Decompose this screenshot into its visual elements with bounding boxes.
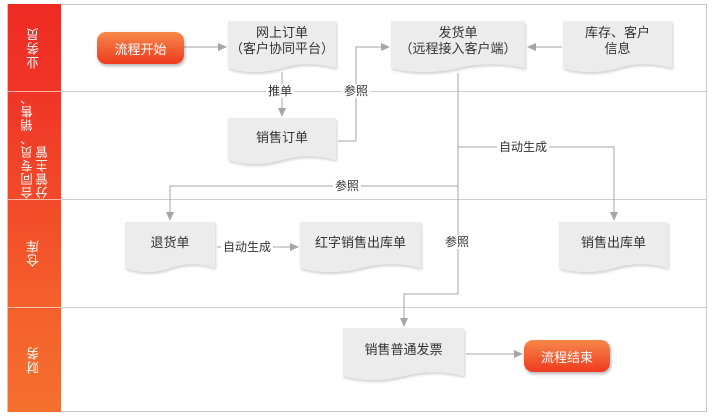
lane-separator [8, 91, 61, 92]
inventory-subtitle: 信息 [604, 42, 631, 57]
edge-delivery-to-return-order [166, 147, 459, 221]
delivery-title: 发货单 [438, 26, 478, 41]
sales-order-label: 销售订单 [255, 131, 308, 146]
sales-outbound-node: 销售出库单 [559, 236, 668, 252]
edge-label-auto-sales-outbound: 自动生成 [497, 140, 550, 154]
doc-shape-return-order [125, 222, 215, 272]
red-outbound-label: 红字销售出库单 [314, 236, 406, 251]
online-order-subtitle: （客户协同平台） [229, 42, 334, 57]
invoice-label: 销售普通发票 [364, 343, 443, 358]
sales-order-node: 销售订单 [228, 131, 336, 147]
start-node: 流程开始 [97, 32, 184, 64]
doc-shape-online-order [228, 21, 336, 72]
doc-shape-sales-order [228, 118, 336, 164]
edge-label-push: 推单 [266, 84, 295, 98]
delivery-node: 发货单 （远程接入客户端） [391, 26, 525, 58]
return-order-label: 退货单 [150, 236, 190, 251]
inventory-title: 库存、客户 [584, 26, 650, 41]
lane-divider [61, 307, 706, 308]
lane-warehouse: 仓库 [8, 199, 61, 307]
lane-contract: 合同专员、销售、分管主管 [8, 91, 61, 199]
diagram-frame [7, 4, 707, 412]
start-node-label: 流程开始 [114, 42, 167, 58]
end-node: 流程结束 [524, 340, 610, 372]
doc-shape-red-outbound [300, 222, 421, 272]
edge-label-ref-return: 参照 [333, 179, 362, 193]
lane-divider [61, 199, 706, 200]
edge-label-ref-sales-order: 参照 [342, 84, 371, 98]
red-outbound-node: 红字销售出库单 [300, 236, 421, 252]
edge-label-auto-red-outbound: 自动生成 [221, 240, 274, 254]
doc-shape-invoice [343, 328, 464, 380]
lane-finance: 财务 [8, 307, 61, 412]
delivery-subtitle: （远程接入客户端） [399, 42, 517, 57]
lane-separator [8, 199, 61, 200]
online-order-node: 网上订单 （客户协同平台） [228, 26, 336, 58]
sales-outbound-label: 销售出库单 [580, 236, 646, 251]
edge-label-ref-invoice: 参照 [443, 235, 472, 249]
doc-shape-delivery [391, 21, 525, 72]
lane-sales: 业务员 [8, 4, 61, 91]
return-order-node: 退货单 [125, 236, 215, 252]
lane-divider [61, 91, 706, 92]
doc-shape-sales-outbound [559, 222, 668, 272]
end-node-label: 流程结束 [540, 350, 593, 366]
inventory-node: 库存、客户 信息 [563, 26, 672, 58]
invoice-node: 销售普通发票 [343, 343, 464, 359]
doc-shape-inventory [563, 21, 672, 72]
lane-separator [8, 307, 61, 308]
online-order-title: 网上订单 [255, 26, 308, 41]
